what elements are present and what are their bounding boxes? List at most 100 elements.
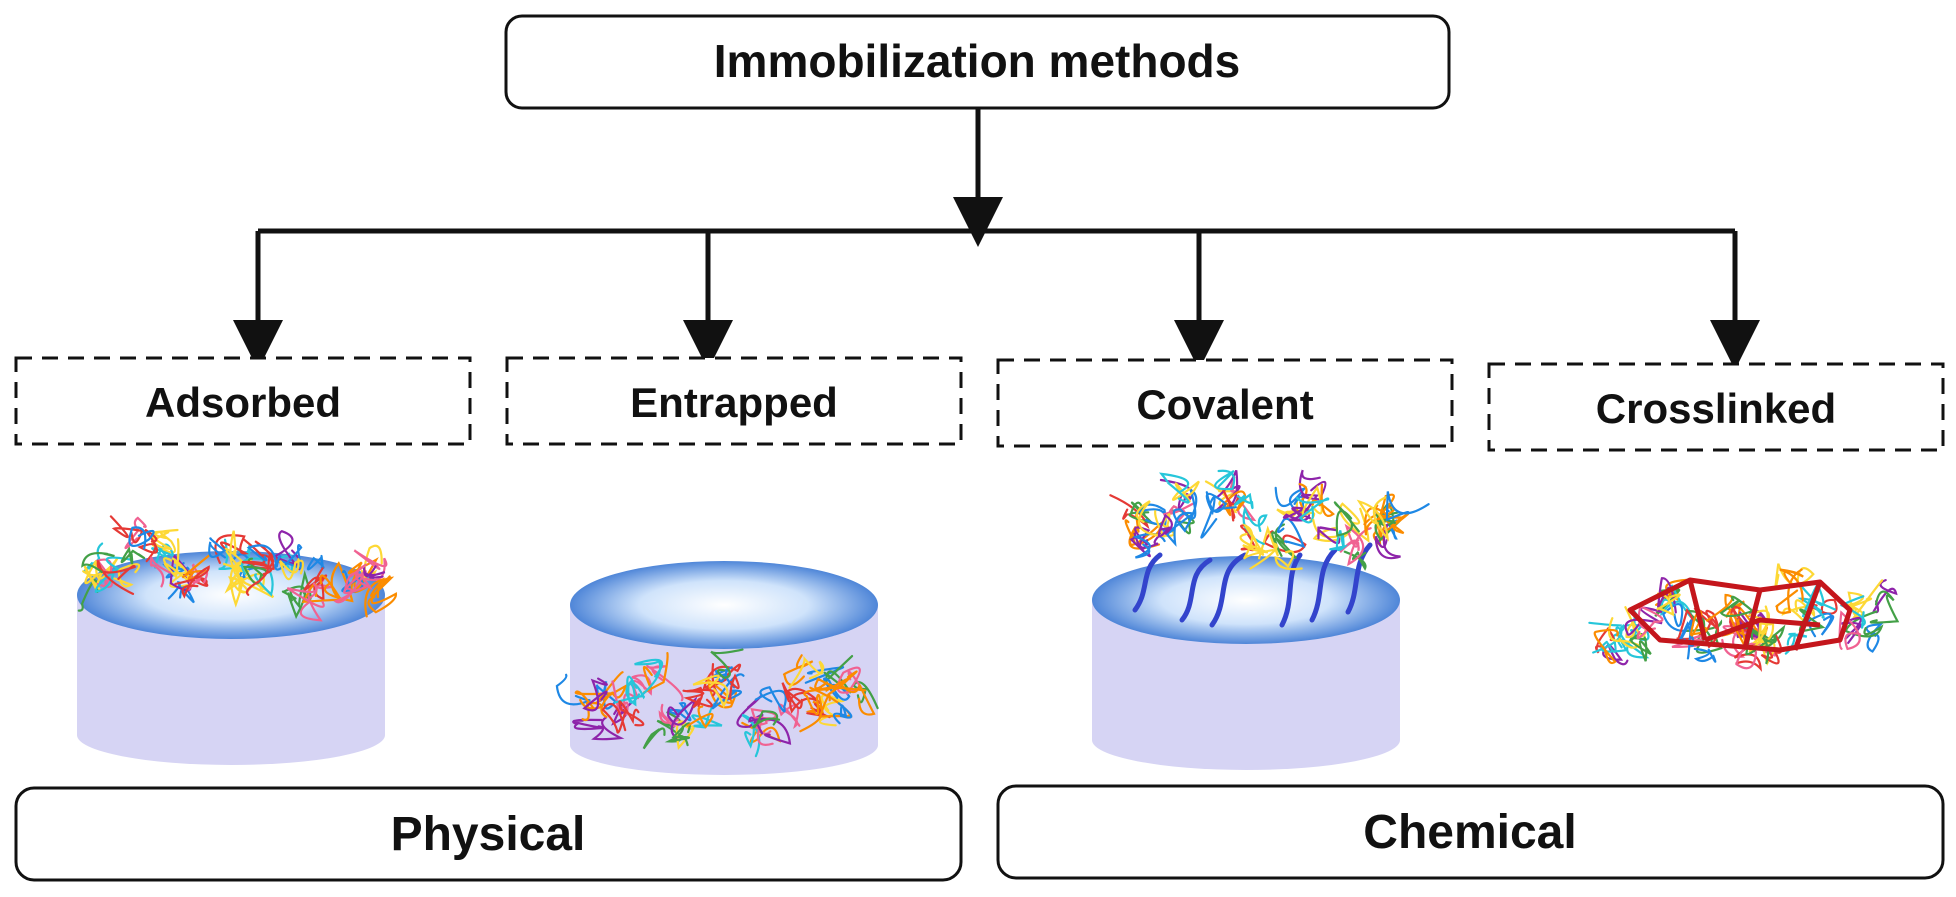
enzyme-ribbon <box>254 540 285 569</box>
enzyme-ribbon <box>154 528 179 554</box>
enzyme-ribbon <box>1374 523 1401 560</box>
enzyme-ribbon <box>1274 550 1303 571</box>
enzyme-ribbon <box>1872 579 1898 614</box>
enzyme-ribbon <box>303 567 328 601</box>
enzyme-ribbon <box>279 558 305 581</box>
enzyme-ribbon <box>818 694 846 727</box>
enzyme-ribbon <box>1215 469 1241 510</box>
enzyme-ribbon <box>1839 595 1866 629</box>
enzyme-ribbon <box>710 648 744 680</box>
enzyme-cluster-icon <box>1109 469 1430 571</box>
method-box-crosslinked: Crosslinked <box>1487 362 1945 452</box>
enzyme-ribbon <box>642 727 666 750</box>
enzyme-ribbon <box>691 703 723 729</box>
enzyme-ribbon <box>1744 625 1777 665</box>
enzyme-ribbon <box>1298 469 1327 501</box>
enzyme-ribbon <box>611 680 636 717</box>
enzyme-ribbon <box>1675 608 1713 644</box>
enzyme-ribbon <box>1377 493 1396 521</box>
enzyme-ribbon <box>1344 523 1372 567</box>
enzyme-ribbon <box>1222 490 1247 517</box>
adsorbed-illustration <box>77 515 398 765</box>
method-box-entrapped: Entrapped <box>505 356 963 446</box>
enzyme-ribbon <box>1656 592 1681 617</box>
enzyme-ribbon <box>711 673 745 710</box>
enzyme-cluster-icon <box>77 515 398 622</box>
enzyme-ribbon <box>137 528 159 563</box>
enzyme-ribbon <box>1271 523 1298 560</box>
method-label-adsorbed: Adsorbed <box>145 379 341 426</box>
enzyme-ribbon <box>1200 506 1237 539</box>
enzyme-ribbon <box>1329 530 1349 551</box>
enzyme-ribbon <box>1128 501 1156 526</box>
enzyme-ribbon <box>1222 489 1240 522</box>
enzyme-ribbon <box>594 671 628 705</box>
enzyme-ribbon <box>1233 492 1254 510</box>
enzyme-ribbon <box>1242 523 1275 560</box>
enzyme-ribbon <box>601 703 627 734</box>
method-label-entrapped: Entrapped <box>630 379 838 426</box>
enzyme-cluster-icon <box>555 648 879 758</box>
enzyme-ribbon <box>208 537 227 559</box>
enzyme-ribbon <box>1333 501 1360 537</box>
entrapped-illustration <box>555 561 879 775</box>
enzyme-ribbon <box>1779 568 1804 602</box>
method-box-covalent: Covalent <box>996 358 1454 448</box>
enzyme-ribbon <box>214 534 249 564</box>
enzyme-ribbon <box>367 575 398 614</box>
method-box-adsorbed: Adsorbed <box>14 356 472 446</box>
enzyme-ribbon <box>741 721 781 744</box>
enzyme-ribbon <box>343 563 373 592</box>
enzyme-ribbon <box>163 538 190 583</box>
enzyme-ribbon <box>1128 521 1162 550</box>
enzyme-ribbon <box>1296 496 1330 524</box>
enzyme-ribbon <box>686 705 714 729</box>
enzyme-ribbon <box>149 556 171 588</box>
enzyme-ribbon <box>341 569 364 594</box>
enzyme-ribbon <box>1594 626 1615 654</box>
enzyme-ribbon <box>1798 608 1826 633</box>
enzyme-ribbon <box>124 516 147 550</box>
enzyme-ribbon <box>246 544 282 568</box>
enzyme-ribbon <box>347 557 379 594</box>
enzyme-ribbon <box>838 681 876 716</box>
enzyme-ribbon <box>1109 494 1150 530</box>
enzyme-ribbon <box>853 681 879 710</box>
enzyme-ribbon <box>94 556 133 594</box>
enzyme-ribbon <box>1660 584 1695 622</box>
enzyme-ribbon <box>306 554 325 571</box>
tree-connectors <box>233 108 1760 370</box>
enzyme-ribbon <box>1159 478 1194 509</box>
enzyme-ribbon <box>825 670 867 696</box>
crosslink-network-icon <box>1627 577 1853 653</box>
covalent-illustration <box>1092 469 1430 770</box>
enzyme-ribbon <box>1719 595 1755 618</box>
enzyme-ribbon <box>128 526 155 550</box>
enzyme-ribbon <box>555 673 591 706</box>
enzyme-ribbon <box>1607 617 1641 649</box>
method-label-crosslinked: Crosslinked <box>1596 385 1836 432</box>
enzyme-ribbon <box>1662 603 1689 632</box>
enzyme-ribbon <box>582 677 608 712</box>
enzyme-ribbon <box>784 687 822 714</box>
enzyme-ribbon <box>683 688 716 708</box>
enzyme-ribbon <box>1654 588 1681 617</box>
enzyme-ribbon <box>1158 472 1190 504</box>
enzyme-ribbon <box>333 569 368 604</box>
method-label-covalent: Covalent <box>1136 381 1313 428</box>
enzyme-ribbon <box>572 718 603 731</box>
enzyme-ribbon <box>1239 532 1269 554</box>
enzyme-ribbon <box>618 700 645 727</box>
enzyme-ribbon <box>667 696 698 739</box>
enzyme-ribbon <box>1157 513 1174 538</box>
enzyme-ribbon <box>286 582 325 608</box>
enzyme-ribbon <box>823 655 854 694</box>
category-label-chemical: Chemical <box>1363 806 1576 859</box>
enzyme-ribbon <box>692 674 729 709</box>
enzyme-ribbon <box>1214 469 1236 491</box>
enzyme-ribbon <box>181 554 211 581</box>
enzyme-ribbon <box>748 716 792 745</box>
enzyme-ribbon <box>1784 632 1808 655</box>
enzyme-ribbon <box>1276 517 1306 548</box>
